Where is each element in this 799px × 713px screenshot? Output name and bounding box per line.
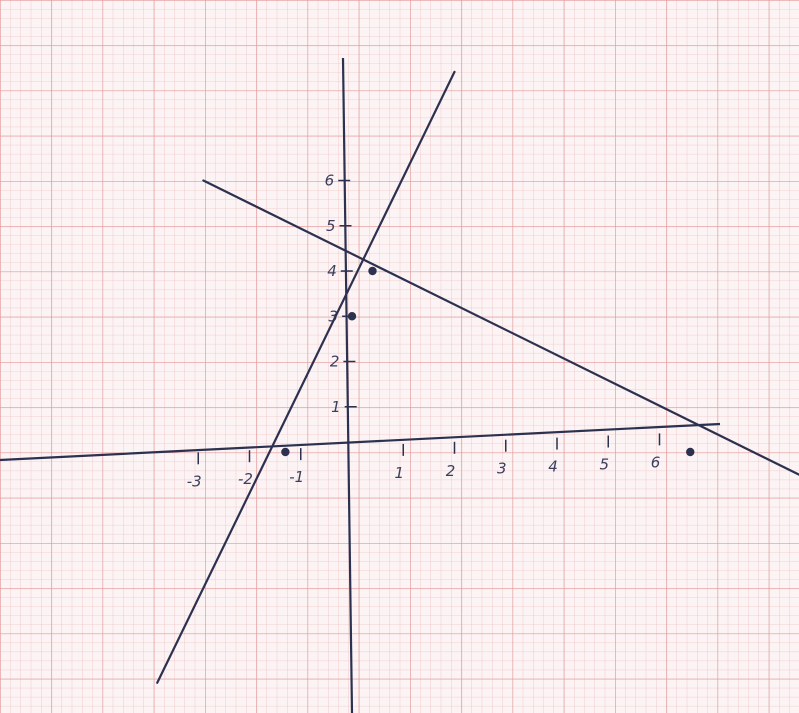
y-tick-label: 4 — [327, 262, 337, 280]
x-tick-label: -2 — [238, 470, 253, 488]
y-tick-label: 3 — [329, 307, 339, 325]
y-ticks: 1 2 3 4 5 6 — [325, 172, 357, 416]
y-tick-label: 5 — [326, 217, 336, 235]
y-tick-label: 1 — [331, 398, 341, 416]
x-tick-label: 3 — [497, 460, 507, 478]
x-tick-label: 2 — [446, 462, 456, 480]
x-axis — [0, 422, 721, 462]
marked-point — [347, 312, 357, 321]
x-tick-label: 6 — [651, 453, 661, 471]
x-tick-label: 1 — [394, 464, 404, 482]
marked-point — [368, 266, 377, 276]
axes — [0, 57, 721, 713]
series-lines — [156, 70, 799, 684]
marked-point — [281, 447, 290, 457]
y-tick-label: 2 — [330, 353, 340, 371]
x-tick-label: -1 — [289, 468, 304, 486]
x-ticks: -3 -2 -1 1 2 3 4 5 6 — [187, 433, 661, 490]
series-line-1 — [156, 70, 456, 684]
marked-points — [281, 266, 695, 457]
series-line-2 — [202, 179, 799, 476]
y-axis — [341, 57, 354, 713]
y-tick-label: 6 — [325, 172, 335, 190]
marked-point — [686, 447, 695, 457]
x-tick-label: -3 — [187, 472, 202, 490]
x-tick-label: 5 — [599, 456, 609, 474]
x-tick-label: 4 — [548, 458, 558, 476]
